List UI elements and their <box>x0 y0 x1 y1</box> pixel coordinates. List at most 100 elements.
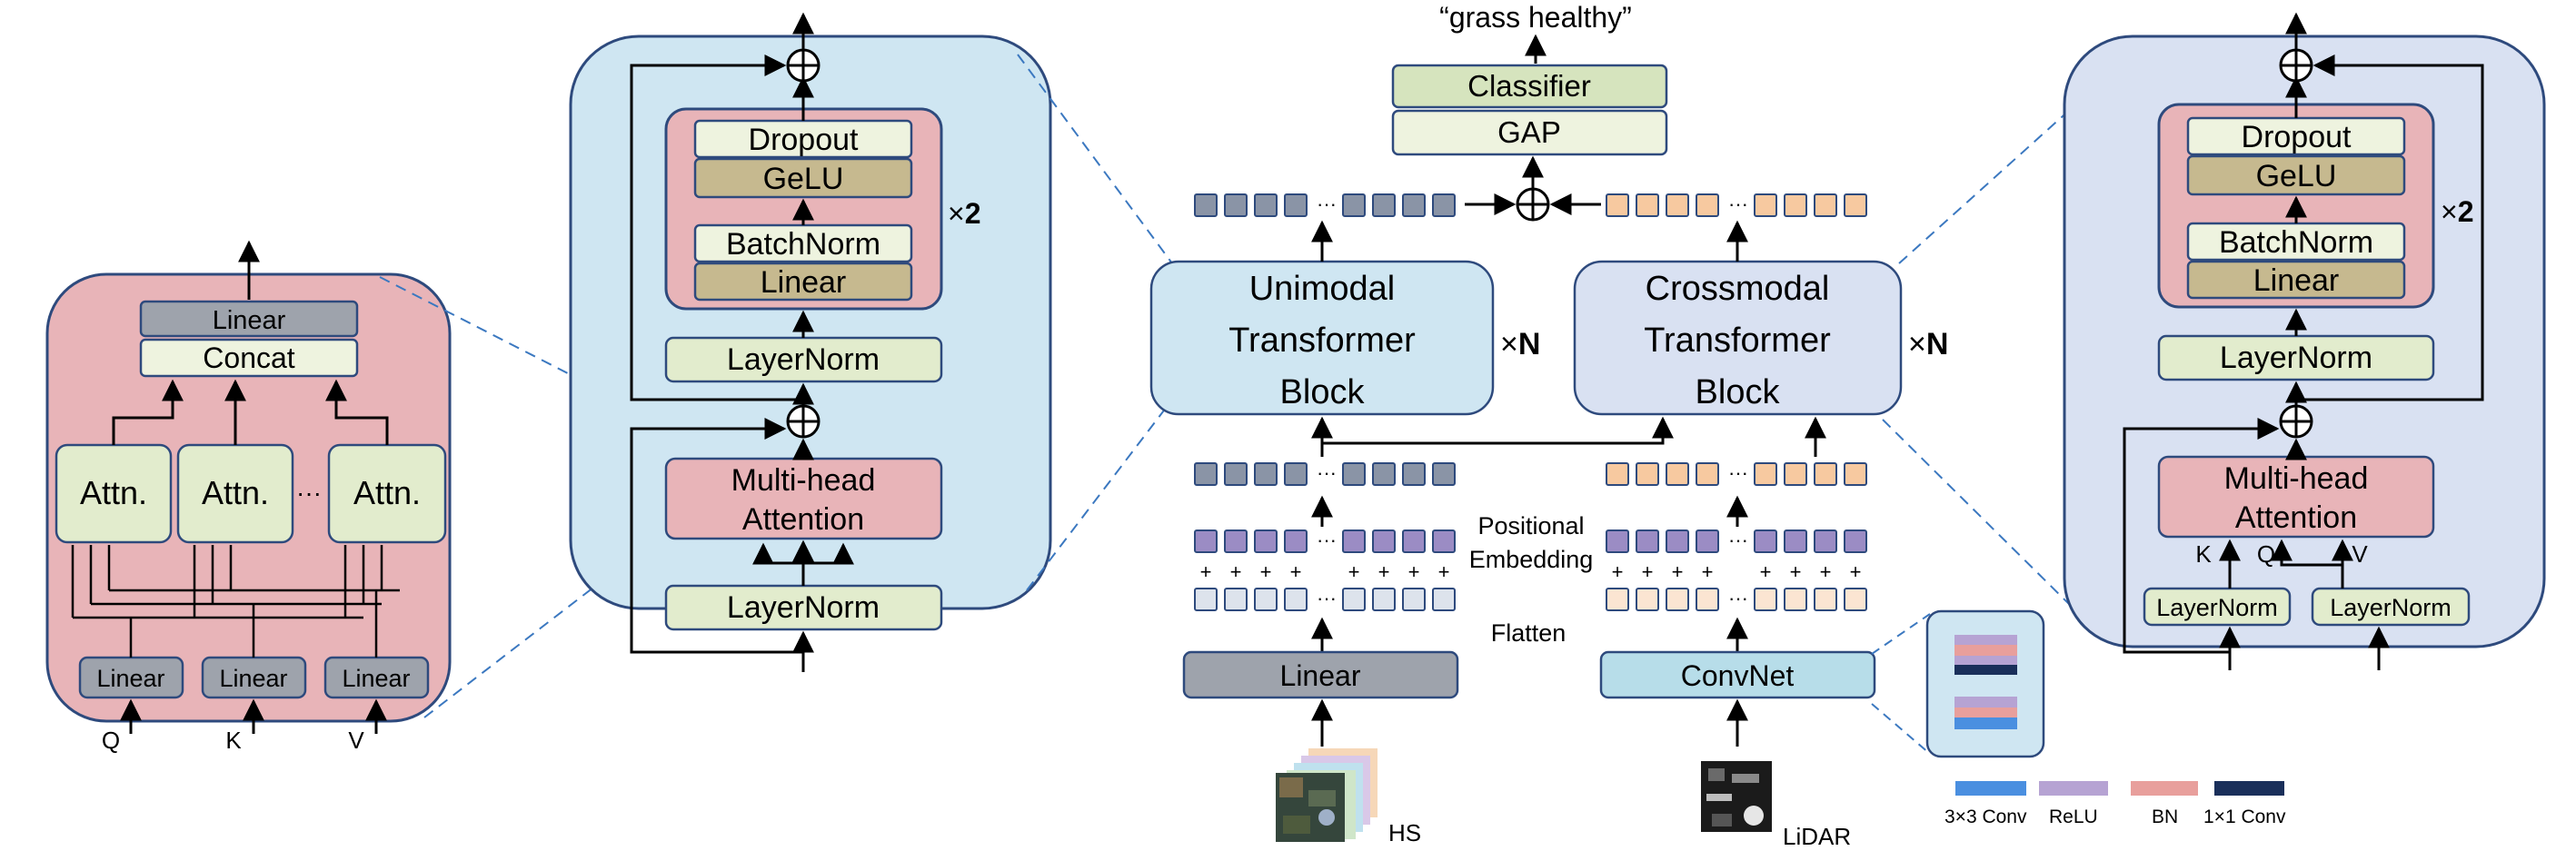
zoom-line-uni-bottom <box>1026 399 1173 591</box>
cross-q-label: Q <box>2257 540 2275 568</box>
uni-linear-label: Linear <box>761 265 847 300</box>
zoom-line-convnet-bottom <box>1871 703 1931 755</box>
uni-out-dots: ··· <box>1317 193 1337 215</box>
hs-flat-dots: ··· <box>1317 587 1337 609</box>
legend-label-bn: BN <box>2152 806 2178 827</box>
lidar-flat-token <box>1636 588 1659 611</box>
classifier-box <box>1391 64 1668 109</box>
cross-add-upper <box>2279 48 2313 83</box>
plus-sign: + <box>1760 560 1772 583</box>
lidar-pos-token <box>1754 529 1777 553</box>
convnet-label: ConvNet <box>1681 659 1795 692</box>
cross-add-lower <box>2279 404 2313 439</box>
cross-k-label: K <box>2195 540 2212 568</box>
mha-linear-q-label: Linear <box>96 665 164 692</box>
cross-out-dots: ··· <box>1728 193 1748 215</box>
classifier-label: Classifier <box>1467 69 1591 103</box>
legend-swatch-bn <box>2131 781 2198 796</box>
lidar-pos-token <box>1636 529 1659 553</box>
lidar-flat-token <box>1666 588 1689 611</box>
lidar-label: LiDAR <box>1783 823 1851 850</box>
uni-out-token <box>1402 193 1426 217</box>
lidar-pe-token <box>1814 462 1837 486</box>
mha-attn-label-2: Attn. <box>202 474 269 511</box>
uni-out-token <box>1194 193 1218 217</box>
lidar-flat-token <box>1696 588 1719 611</box>
uni-layernorm-upper-label: LayerNorm <box>727 342 880 377</box>
plus-sign: + <box>1348 560 1360 583</box>
mha-detail-panel: Linear Concat Attn. Attn. ··· Attn. Line… <box>45 240 452 754</box>
lidar-pos-token <box>1696 529 1719 553</box>
uni-batchnorm-label: BatchNorm <box>726 227 880 262</box>
lidar-pos-token <box>1666 529 1689 553</box>
lidar-pe-token <box>1844 462 1867 486</box>
cross-layernorm-left-box <box>2143 587 2292 627</box>
tokens-unimodal-output: ··· <box>1194 193 1456 217</box>
mha-q-label: Q <box>102 727 120 754</box>
legend-label-conv1: 1×1 Conv <box>2203 806 2286 827</box>
lidar-flat-token <box>1606 588 1629 611</box>
cross-layernorm-left-label: LayerNorm <box>2156 594 2278 621</box>
cross-repeat-times: ×2 <box>2441 195 2473 228</box>
plus-sign: + <box>1408 560 1420 583</box>
hs-flat-token <box>1254 588 1278 611</box>
uni-linear-box <box>693 262 913 302</box>
plus-sign: + <box>1702 560 1714 583</box>
zoom-line-cross-top <box>1898 99 2082 264</box>
lidar-pe-dots: ··· <box>1728 461 1748 484</box>
crossmodal-block-label-1: Crossmodal <box>1646 270 1830 308</box>
uni-out-token <box>1432 193 1456 217</box>
mha-linear-top-label: Linear <box>213 306 286 335</box>
plus-sign: + <box>1378 560 1390 583</box>
uni-mha-label-1: Multi-head <box>731 463 876 498</box>
cross-layernorm-upper-label: LayerNorm <box>2220 341 2372 375</box>
hs-flat-token <box>1194 588 1218 611</box>
cross-out-token <box>1754 193 1777 217</box>
hs-pe-token <box>1194 462 1218 486</box>
legend-swatch-conv3 <box>1955 781 2026 796</box>
hs-pos-token <box>1342 529 1366 553</box>
uni-add-upper <box>786 48 821 83</box>
lidar-pos-dots: ··· <box>1728 529 1748 551</box>
hs-pos-token <box>1254 529 1278 553</box>
plus-sign: + <box>1850 560 1862 583</box>
hs-pos-dots: ··· <box>1317 529 1337 551</box>
tokens-crossmodal-output: ··· <box>1606 193 1867 217</box>
mha-attn-dots: ··· <box>296 479 322 507</box>
hs-pos-token <box>1432 529 1456 553</box>
plus-sign: + <box>1672 560 1684 583</box>
zoom-line-cross-bottom <box>1882 419 2073 608</box>
lidar-pe-token <box>1784 462 1807 486</box>
center-pipeline: “grass healthy” Classifier GAP ··· ··· U… <box>1149 1 2045 850</box>
cross-out-token <box>1814 193 1837 217</box>
plus-sign: + <box>1612 560 1624 583</box>
plus-signs: ++++++++++++++++ <box>1200 560 1862 583</box>
convnet-inset <box>1925 609 2045 758</box>
cross-gelu-label: GeLU <box>2256 159 2337 193</box>
fusion-add <box>1516 187 1550 222</box>
lidar-pe-token <box>1696 462 1719 486</box>
tokens-hs-positional: ··· <box>1194 529 1456 553</box>
cross-layernorm-right-box <box>2311 587 2471 627</box>
crossmodal-block-label-2: Transformer <box>1644 322 1831 360</box>
cross-mha-label-2: Attention <box>2235 500 2357 535</box>
legend: 3×3 Conv ReLU BN 1×1 Conv <box>1944 781 2286 827</box>
uni-out-token <box>1372 193 1396 217</box>
hs-pos-token <box>1402 529 1426 553</box>
lidar-pe-token <box>1606 462 1629 486</box>
legend-label-relu: ReLU <box>2049 806 2098 827</box>
lidar-pos-token <box>1784 529 1807 553</box>
mha-attn-label-1: Attn. <box>80 474 147 511</box>
linear-box <box>1182 650 1459 699</box>
hs-flat-token <box>1432 588 1456 611</box>
zoom-line-uni-top <box>1017 54 1173 264</box>
hs-cube-image <box>1276 748 1378 842</box>
plus-sign: + <box>1200 560 1212 583</box>
output-label: “grass healthy” <box>1439 1 1632 34</box>
cross-linear-box <box>2186 260 2406 300</box>
lidar-image <box>1701 761 1772 832</box>
linear-label: Linear <box>1280 659 1361 692</box>
hs-flat-token <box>1372 588 1396 611</box>
lidar-pos-token <box>1606 529 1629 553</box>
